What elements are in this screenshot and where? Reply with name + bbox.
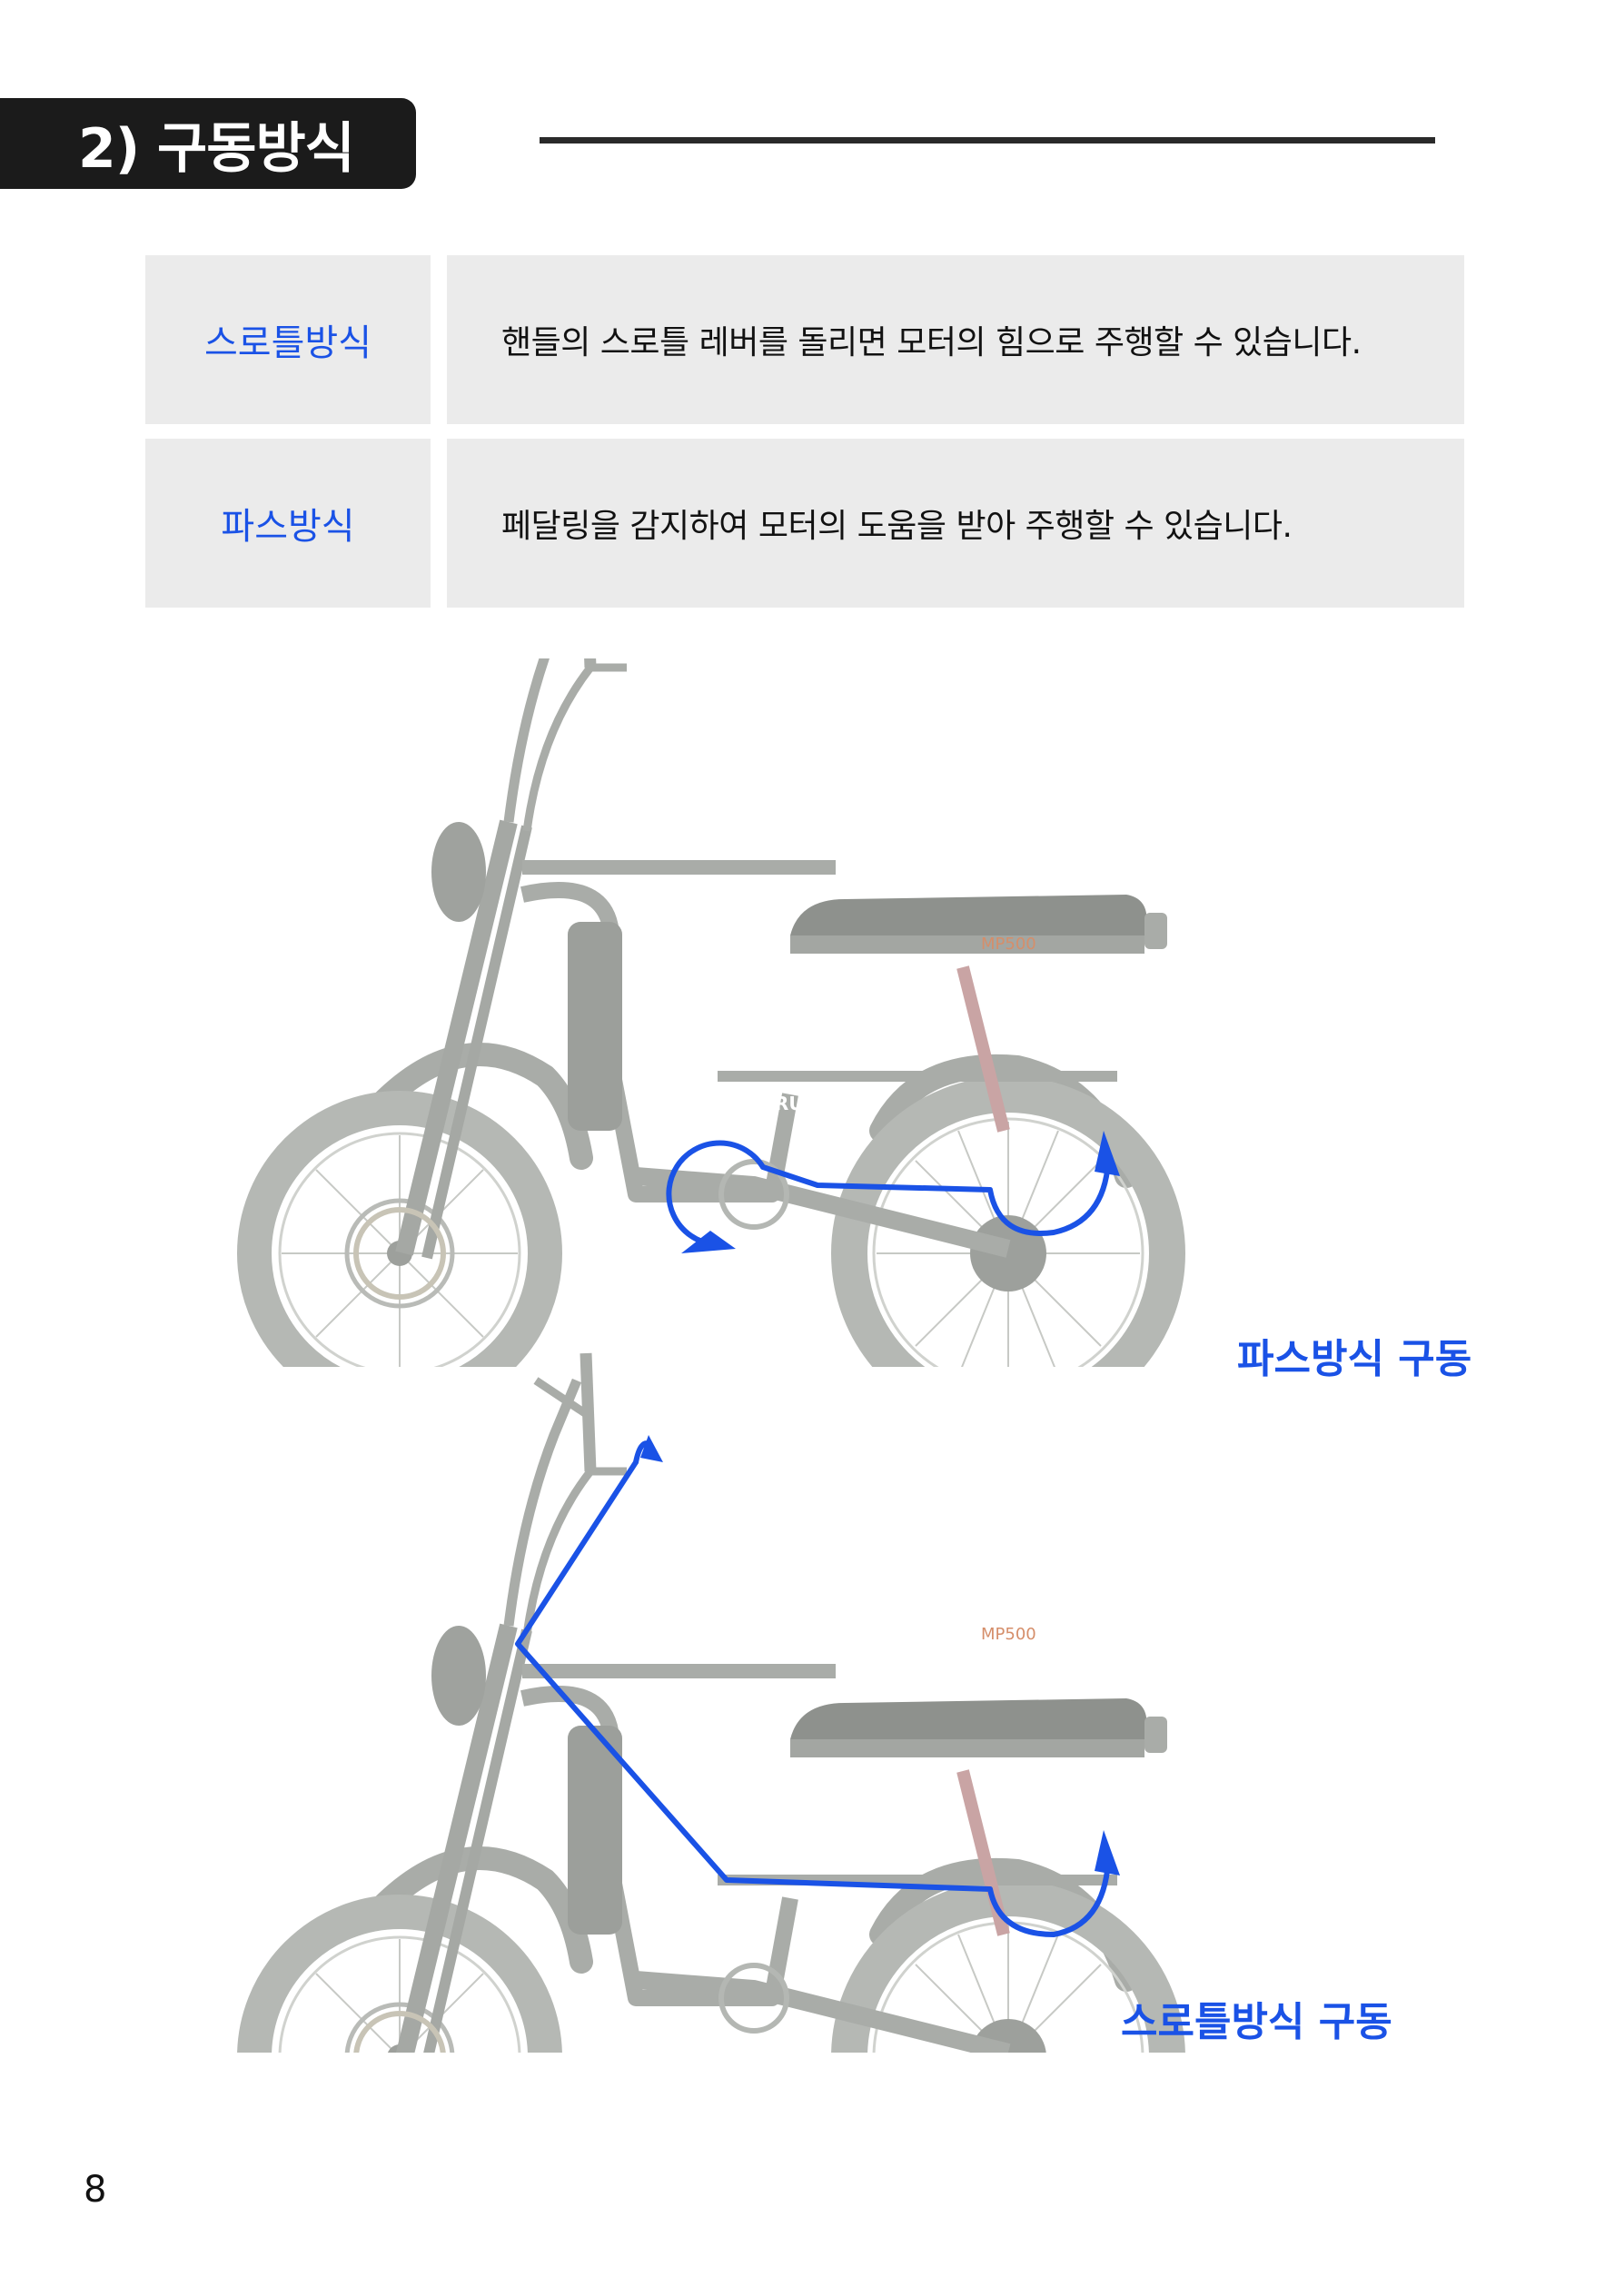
section-title: 2) 구동방식 [78,116,355,181]
frame-lettering: VENTLERUS [697,1784,817,1806]
throttle-mode-illustration: VENTLERUS MP500 [209,1344,1272,2053]
pas-mode-illustration: VENTLERUS MP500 [209,658,1272,1367]
section-title-tab: 2) 구동방식 [0,98,416,189]
bike-illustration [254,658,1167,1367]
table-row-description: 페달링을 감지하여 모터의 도움을 받아 주행할 수 있습니다. [501,508,1293,545]
bike-illustration [254,1353,1167,2053]
frame-lettering: VENTLERUS [697,1093,817,1114]
arrow-head-icon [1095,1131,1120,1176]
seat-badge: MP500 [981,1625,1036,1644]
arrow-head-icon [681,1231,736,1253]
table-row-description: 핸들의 스로틀 레버를 돌리면 모터의 힘으로 주행할 수 있습니다. [501,324,1362,361]
table-row-label: 스로틀방식 [204,322,372,364]
table-row: 파스방식 페달링을 감지하여 모터의 도움을 받아 주행할 수 있습니다. [145,439,1464,608]
seat-badge: MP500 [981,935,1036,954]
header-rule [540,137,1435,144]
figure-caption: 스로틀방식 구동 [1121,1999,1392,2045]
table-row-label: 파스방식 [221,506,355,548]
arrow-head-icon [1095,1830,1120,1875]
pas-drive-path [666,1140,1111,1247]
table-row-description-cell: 핸들의 스로틀 레버를 돌리면 모터의 힘으로 주행할 수 있습니다. [447,255,1464,424]
table-row-label-cell: 파스방식 [145,439,431,608]
figure-caption: 파스방식 구동 [1237,1336,1472,1382]
arrow-head-icon [640,1435,663,1462]
page-number: 8 [84,2169,107,2211]
table-row: 스로틀방식 핸들의 스로틀 레버를 돌리면 모터의 힘으로 주행할 수 있습니다… [145,255,1464,424]
table-row-label-cell: 스로틀방식 [145,255,431,424]
table-row-description-cell: 페달링을 감지하여 모터의 도움을 받아 주행할 수 있습니다. [447,439,1464,608]
